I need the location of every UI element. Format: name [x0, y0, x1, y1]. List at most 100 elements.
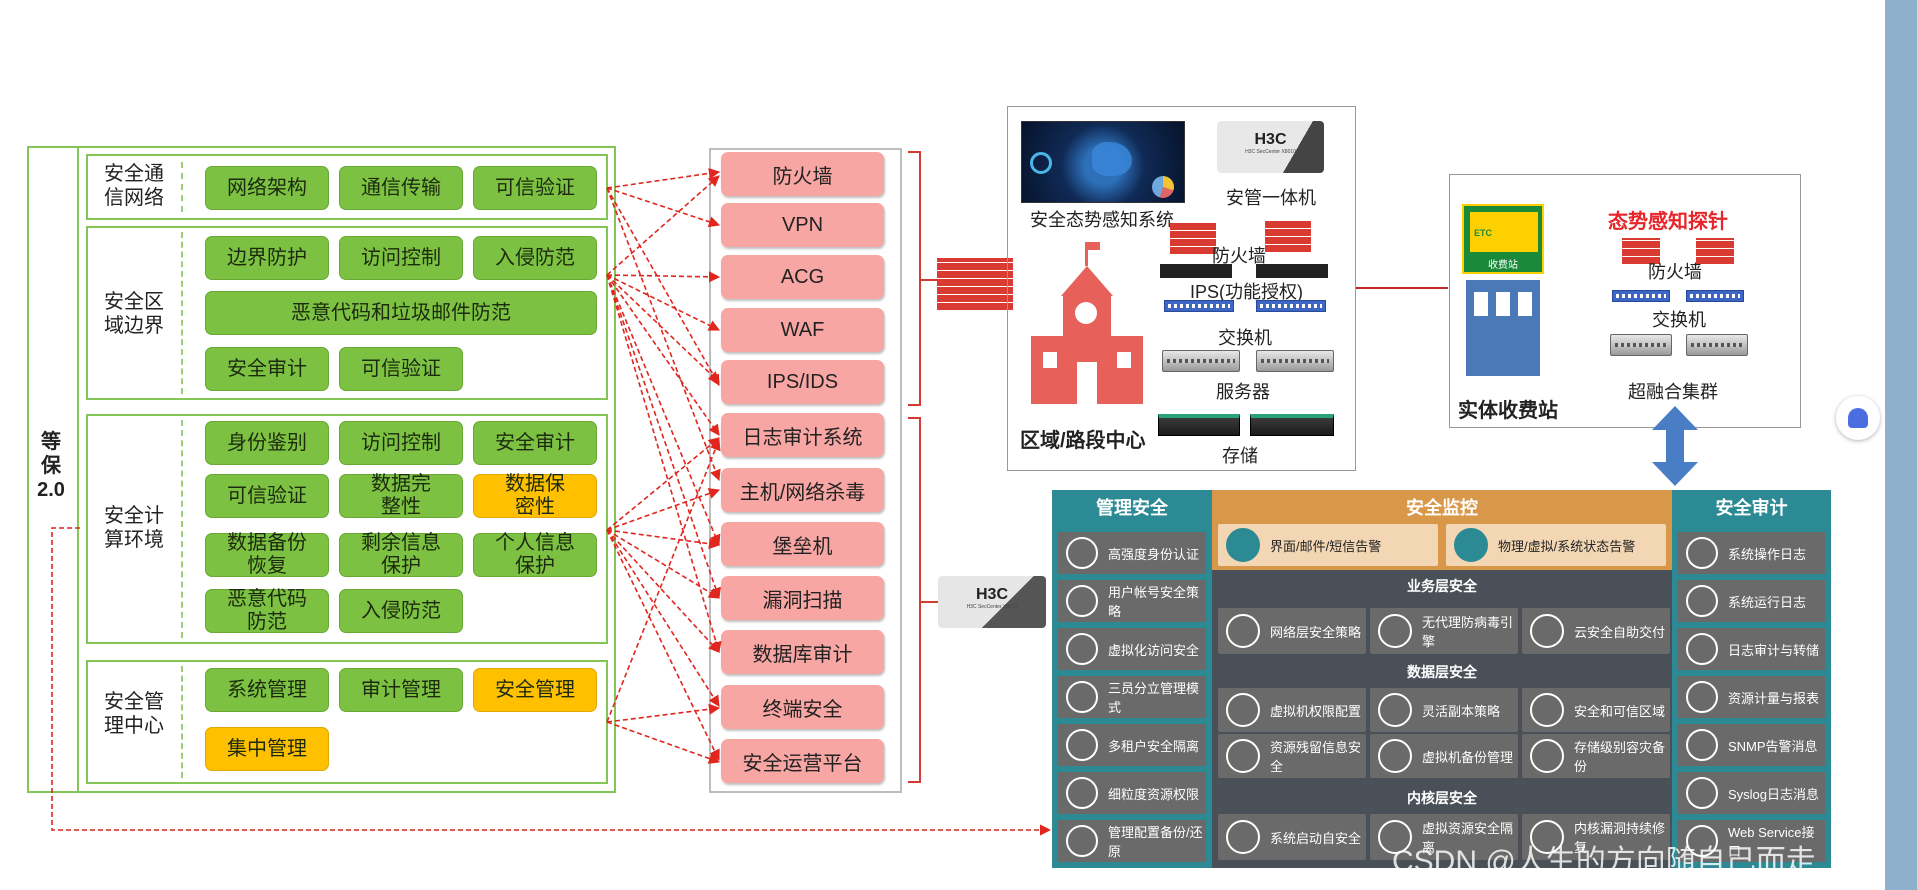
- category-label: 安全管理中心: [104, 691, 164, 737]
- item-button-highlight[interactable]: 安全管理: [473, 668, 597, 712]
- product-log-audit[interactable]: 日志审计系统: [721, 413, 884, 457]
- item-button[interactable]: 入侵防范: [473, 236, 597, 280]
- boot-lock-icon: [1226, 820, 1260, 854]
- product-endpoint[interactable]: 终端安全: [721, 685, 884, 729]
- usb-key-icon: [1066, 537, 1098, 569]
- product-soc[interactable]: 安全运营平台: [721, 739, 884, 783]
- group-separator: [181, 162, 183, 212]
- runtime-log-icon: [1686, 585, 1718, 617]
- item-button[interactable]: 系统管理: [205, 668, 329, 712]
- business-item-label: 无代理防病毒引擎: [1422, 615, 1514, 649]
- product-ips[interactable]: IPS/IDS: [721, 360, 884, 404]
- data-item: 存储级别容灾备份: [1522, 734, 1670, 778]
- h3c-appliance-brand: H3C: [1254, 131, 1287, 148]
- data-item: 虚拟机备份管理: [1370, 734, 1518, 778]
- item-button[interactable]: 安全审计: [473, 421, 597, 465]
- server-icon: [1686, 334, 1748, 356]
- product-waf[interactable]: WAF: [721, 308, 884, 352]
- mgmt-item-label: 多租户安全隔离: [1108, 738, 1200, 754]
- syslog-icon: [1686, 777, 1718, 809]
- label-situation-system: 安全态势感知系统: [1030, 210, 1174, 230]
- business-item: 云安全自助交付: [1522, 608, 1670, 654]
- data-item: 灵活副本策略: [1370, 688, 1518, 732]
- assistant-icon: [1848, 408, 1868, 428]
- data-item: 安全和可信区域: [1522, 688, 1670, 732]
- data-item-label: 灵活副本策略: [1422, 703, 1501, 719]
- item-button[interactable]: 审计管理: [339, 668, 463, 712]
- kernel-item-label: 系统启动自安全: [1270, 830, 1362, 846]
- three-users-icon: [1066, 681, 1098, 713]
- item-button[interactable]: 访问控制: [339, 421, 463, 465]
- assistant-float-button[interactable]: [1836, 396, 1880, 440]
- mgmt-item: 高强度身份认证: [1058, 532, 1206, 574]
- shield-icon: [1066, 729, 1098, 761]
- item-button[interactable]: 数据备份恢复: [205, 532, 329, 577]
- monitor-item-label: 界面/邮件/短信告警: [1270, 538, 1382, 554]
- item-button[interactable]: 数据完整性: [339, 473, 463, 518]
- antivirus-shield-icon: [1378, 614, 1412, 648]
- label-storage: 存储: [1222, 446, 1258, 466]
- item-button[interactable]: 访问控制: [339, 236, 463, 280]
- data-item-label: 安全和可信区域: [1574, 703, 1666, 719]
- item-button[interactable]: 恶意代码和垃圾邮件防范: [205, 291, 597, 335]
- item-button[interactable]: 身份鉴别: [205, 421, 329, 465]
- item-button-highlight[interactable]: 集中管理: [205, 727, 329, 771]
- item-button[interactable]: 网络架构: [205, 166, 329, 210]
- item-button[interactable]: 可信验证: [339, 347, 463, 391]
- audit-item: 系统运行日志: [1678, 580, 1825, 622]
- item-button-highlight[interactable]: 数据保密性: [473, 473, 597, 518]
- server-icon: [1610, 334, 1672, 356]
- item-button[interactable]: 个人信息保护: [473, 532, 597, 577]
- product-firewall[interactable]: 防火墙: [721, 152, 884, 196]
- user-policy-icon: [1066, 585, 1098, 617]
- product-bastion[interactable]: 堡垒机: [721, 522, 884, 566]
- mail-icon: [1226, 528, 1260, 562]
- item-button[interactable]: 可信验证: [205, 474, 329, 518]
- item-button[interactable]: 恶意代码防范: [205, 588, 329, 633]
- audit-item: 系统操作日志: [1678, 532, 1825, 574]
- mgmt-item: 三员分立管理模式: [1058, 676, 1206, 718]
- label-probe-switch: 交换机: [1652, 310, 1706, 330]
- watermark: CSDN @人生的方向随自己而走: [1392, 845, 1816, 878]
- audit-item: 资源计量与报表: [1678, 676, 1825, 718]
- label-firewall: 防火墙: [1212, 246, 1266, 266]
- item-button[interactable]: 安全审计: [205, 347, 329, 391]
- toll-station-image: ETC 收费站: [1462, 204, 1544, 376]
- h3c-logo-bottom: H3C H3C SecCenter X8010: [938, 576, 1046, 628]
- dengbao-title: 等保2.0: [28, 430, 74, 502]
- monitor-item: 物理/虚拟/系统状态告警: [1446, 524, 1666, 566]
- audit-item-label: 系统操作日志: [1728, 546, 1807, 562]
- switch-icon: [1164, 300, 1234, 312]
- item-button[interactable]: 入侵防范: [339, 589, 463, 633]
- dengbao-outer-frame: [27, 146, 616, 793]
- product-acg[interactable]: ACG: [721, 255, 884, 299]
- data-title: 数据层安全: [1407, 664, 1477, 680]
- lock-icon: [1066, 777, 1098, 809]
- business-item: 网络层安全策略: [1218, 608, 1366, 654]
- product-antivirus[interactable]: 主机/网络杀毒: [721, 468, 884, 512]
- mgmt-item-label: 用户帐号安全策略: [1108, 585, 1200, 619]
- storage-icon: [1158, 414, 1240, 436]
- item-button[interactable]: 通信传输: [339, 166, 463, 210]
- product-vuln-scan[interactable]: 漏洞扫描: [721, 576, 884, 620]
- item-button[interactable]: 可信验证: [473, 166, 597, 210]
- region-center-frame: [1007, 106, 1356, 471]
- backup-icon: [1066, 825, 1098, 857]
- mgmt-item-label: 虚拟化访问安全: [1108, 642, 1200, 658]
- label-switch: 交换机: [1218, 328, 1272, 348]
- group-comm-network: [86, 154, 608, 220]
- building-icon: [1031, 242, 1143, 404]
- product-vpn[interactable]: VPN: [721, 203, 884, 247]
- firewall-icon: [1696, 238, 1734, 264]
- audit-item: Web Service接口: [1678, 820, 1825, 862]
- item-button[interactable]: 边界防护: [205, 236, 329, 280]
- audit-title: 安全审计: [1715, 498, 1788, 518]
- mgmt-item-label: 三员分立管理模式: [1108, 681, 1200, 715]
- category-label: 安全计算环境: [104, 505, 164, 551]
- mgmt-item: 细粒度资源权限: [1058, 772, 1206, 814]
- item-button[interactable]: 剩余信息保护: [339, 532, 463, 577]
- group-area-boundary: [86, 226, 608, 400]
- product-db-audit[interactable]: 数据库审计: [721, 630, 884, 674]
- firewall-icon: [1622, 238, 1660, 264]
